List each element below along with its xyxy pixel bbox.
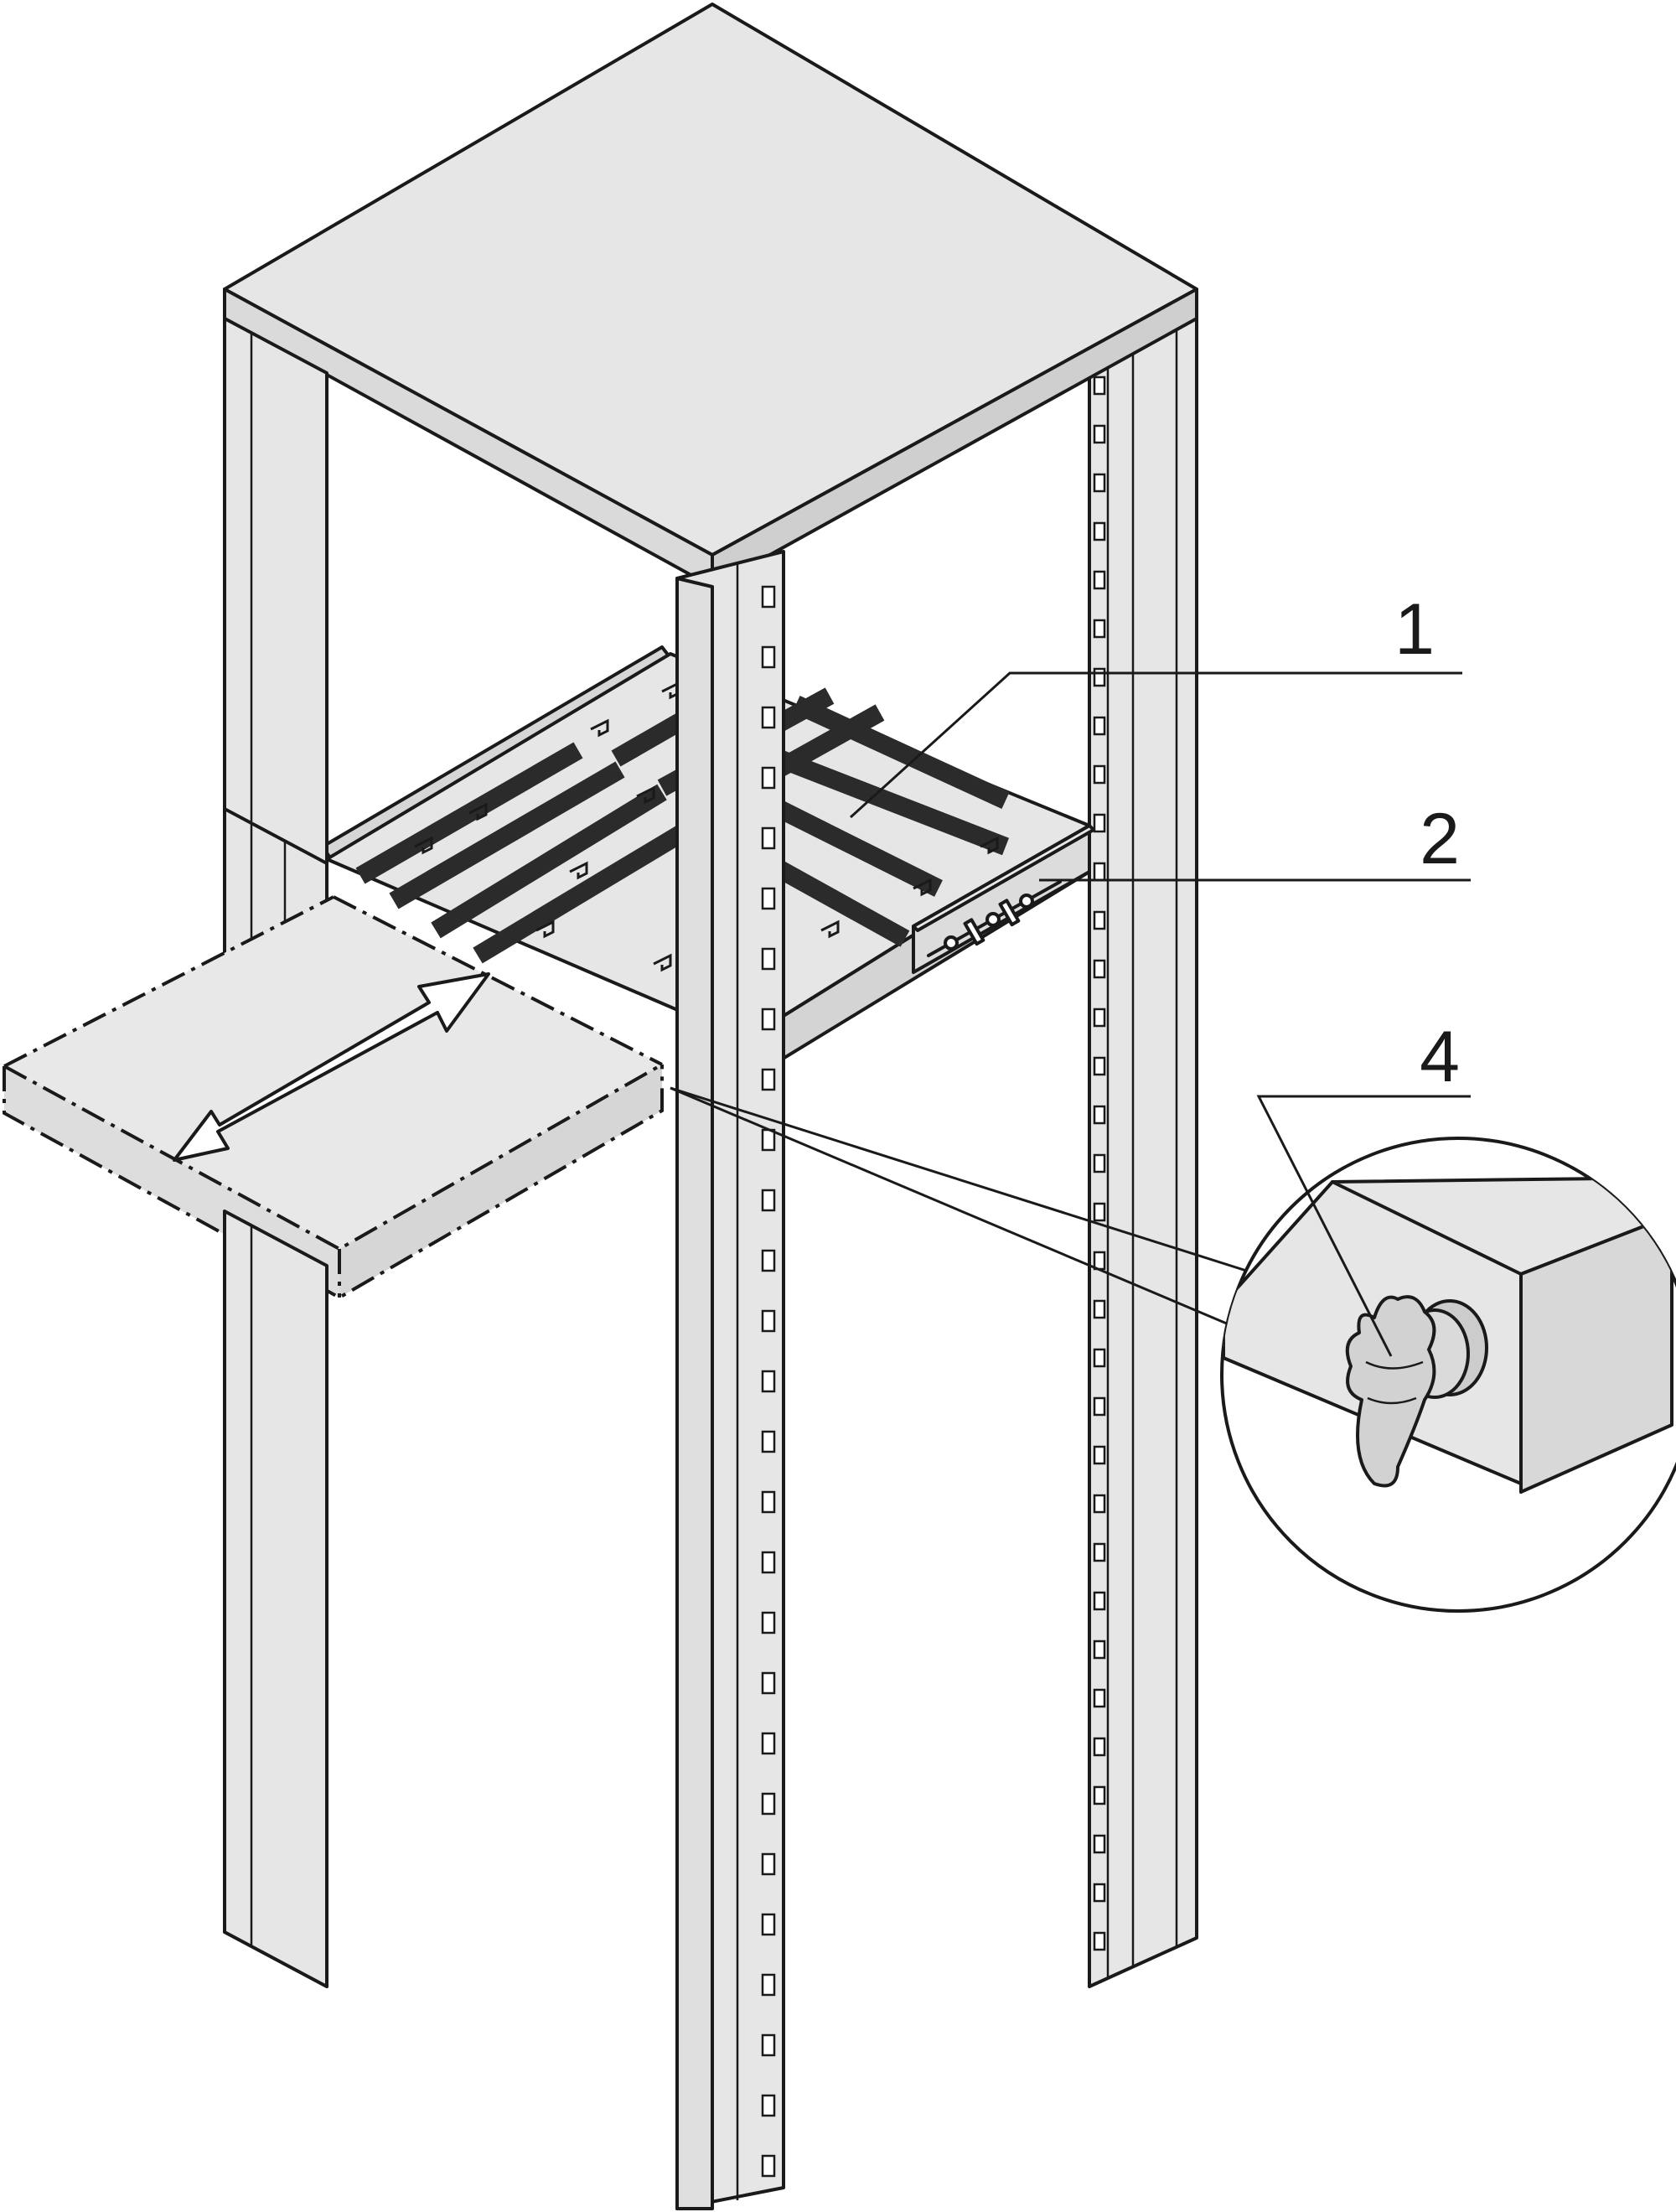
- mounting-hole: [761, 766, 776, 790]
- cable-clip: [535, 920, 555, 939]
- mounting-hole: [1093, 1931, 1106, 1951]
- mounting-hole: [1093, 1640, 1106, 1660]
- detail-leader: [670, 1086, 1258, 1330]
- mounting-hole: [761, 585, 776, 609]
- mounting-hole: [761, 1913, 776, 1936]
- mounting-hole: [761, 645, 776, 669]
- mounting-hole: [761, 1551, 776, 1574]
- mounting-hole: [761, 1732, 776, 1755]
- mounting-hole: [1093, 1153, 1106, 1173]
- mounting-hole: [1093, 521, 1106, 541]
- mounting-hole: [761, 2033, 776, 2057]
- mounting-hole: [1093, 619, 1106, 639]
- mounting-hole: [1093, 862, 1106, 882]
- rear-right-post: [1088, 317, 1198, 1988]
- mounting-hole: [1093, 1445, 1106, 1465]
- mounting-hole: [761, 1671, 776, 1695]
- mounting-hole: [1093, 716, 1106, 736]
- front-left-post: [223, 317, 328, 1988]
- cable-clips: [414, 681, 999, 972]
- mounting-holes: [1093, 376, 1106, 1951]
- mounting-hole: [1093, 424, 1106, 444]
- mounting-hole: [761, 887, 776, 910]
- mounting-hole: [761, 2094, 776, 2117]
- mounting-hole: [1093, 1251, 1106, 1271]
- mounting-hole: [1093, 1202, 1106, 1222]
- mounting-hole: [1093, 764, 1106, 785]
- mounting-hole: [761, 1792, 776, 1816]
- cable-clip: [653, 953, 672, 972]
- slide-rail: [912, 824, 1095, 974]
- vent-slot: [431, 784, 667, 939]
- vent-slot: [767, 796, 943, 897]
- front-right-post: [675, 550, 785, 2210]
- mounting-hole: [1093, 1688, 1106, 1708]
- vent-slot: [473, 821, 692, 964]
- mounting-hole: [1093, 1542, 1106, 1562]
- wing-knob: [1345, 1295, 1488, 1488]
- mounting-hole: [761, 1611, 776, 1634]
- top-cover: [223, 3, 1198, 588]
- mounting-hole: [1093, 1105, 1106, 1125]
- cable-clip: [913, 878, 932, 897]
- cable-clip: [590, 718, 609, 738]
- mounting-hole: [761, 706, 776, 729]
- vent-slot: [792, 696, 1010, 809]
- cable-clip: [414, 836, 433, 855]
- mounting-hole: [761, 1309, 776, 1333]
- callout-4: 4: [1420, 1017, 1460, 1097]
- mounting-hole: [761, 1189, 776, 1212]
- mounting-hole: [1093, 1396, 1106, 1417]
- mounting-hole: [1093, 959, 1106, 979]
- mounting-holes: [761, 585, 776, 2178]
- mounting-hole: [1093, 376, 1106, 396]
- mounting-hole: [761, 1249, 776, 1272]
- mounting-hole: [1093, 1056, 1106, 1076]
- mounting-hole: [761, 1128, 776, 1152]
- double-arrow-icon: [173, 972, 490, 1162]
- mounting-hole: [761, 1852, 776, 1876]
- mounting-hole: [1093, 473, 1106, 493]
- mounting-hole: [761, 1068, 776, 1091]
- callout-1: 1: [1394, 589, 1435, 670]
- mounting-hole: [1093, 1591, 1106, 1611]
- mounting-hole: [1093, 910, 1106, 930]
- callout-numbers: 1 2 4: [1394, 589, 1460, 1097]
- mounting-hole: [761, 1490, 776, 1514]
- vent-slot: [776, 749, 1009, 856]
- cable-clip: [468, 802, 488, 821]
- mounting-hole: [1093, 570, 1106, 590]
- cable-clip: [820, 920, 840, 939]
- mounting-hole: [1093, 1299, 1106, 1319]
- callout-2: 2: [1420, 799, 1460, 879]
- mounting-hole: [761, 1370, 776, 1393]
- mounting-hole: [761, 1973, 776, 1997]
- mounting-hole: [1093, 1834, 1106, 1854]
- mounting-hole: [1093, 1494, 1106, 1514]
- mounting-hole: [761, 1008, 776, 1031]
- mounting-hole: [1093, 1348, 1106, 1368]
- mounting-hole: [1093, 667, 1106, 687]
- mounting-hole: [1093, 1883, 1106, 1903]
- cable-clip: [636, 785, 655, 805]
- mounting-hole: [1093, 1737, 1106, 1757]
- mounting-hole: [761, 2154, 776, 2178]
- mounting-hole: [1093, 813, 1106, 833]
- mounting-hole: [761, 1430, 776, 1453]
- callout-leaders: [849, 671, 1471, 1357]
- wing-knob-detail: [1220, 1137, 1676, 1613]
- cable-clip: [569, 861, 588, 880]
- mounting-hole: [761, 947, 776, 971]
- mounting-hole: [761, 826, 776, 850]
- vent-slot: [389, 761, 625, 909]
- mounting-hole: [1093, 1008, 1106, 1028]
- cable-clip: [980, 836, 999, 855]
- mounting-hole: [1093, 1785, 1106, 1805]
